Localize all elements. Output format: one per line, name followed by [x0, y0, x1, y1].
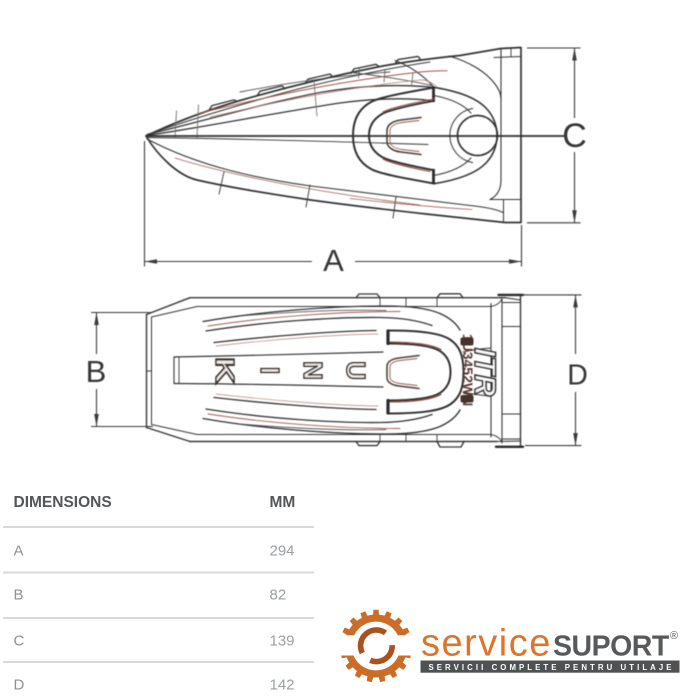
svg-text:MM: MM — [270, 494, 296, 511]
svg-text:D: D — [567, 360, 588, 392]
svg-text:K: K — [210, 357, 240, 384]
svg-text:U: U — [341, 361, 371, 380]
svg-text:C: C — [14, 633, 25, 650]
svg-text:142: 142 — [270, 677, 295, 694]
svg-text:SUPORT: SUPORT — [553, 631, 670, 663]
svg-text:82: 82 — [270, 587, 287, 604]
svg-text:A: A — [14, 543, 24, 560]
svg-text:DIMENSIONS: DIMENSIONS — [14, 494, 112, 511]
svg-text:A: A — [323, 243, 344, 278]
svg-text:ITR: ITR — [468, 348, 501, 397]
svg-text:B: B — [14, 587, 24, 604]
svg-text:139: 139 — [270, 633, 295, 650]
svg-text:294: 294 — [270, 543, 295, 560]
svg-text:I: I — [255, 367, 285, 374]
svg-text:B: B — [86, 354, 107, 389]
svg-text:C: C — [562, 117, 587, 155]
svg-text:1U3452WN: 1U3452WN — [460, 334, 476, 406]
svg-text:®: ® — [670, 630, 678, 642]
svg-text:N: N — [298, 361, 328, 380]
svg-text:service: service — [421, 623, 552, 665]
svg-text:D: D — [14, 677, 25, 694]
